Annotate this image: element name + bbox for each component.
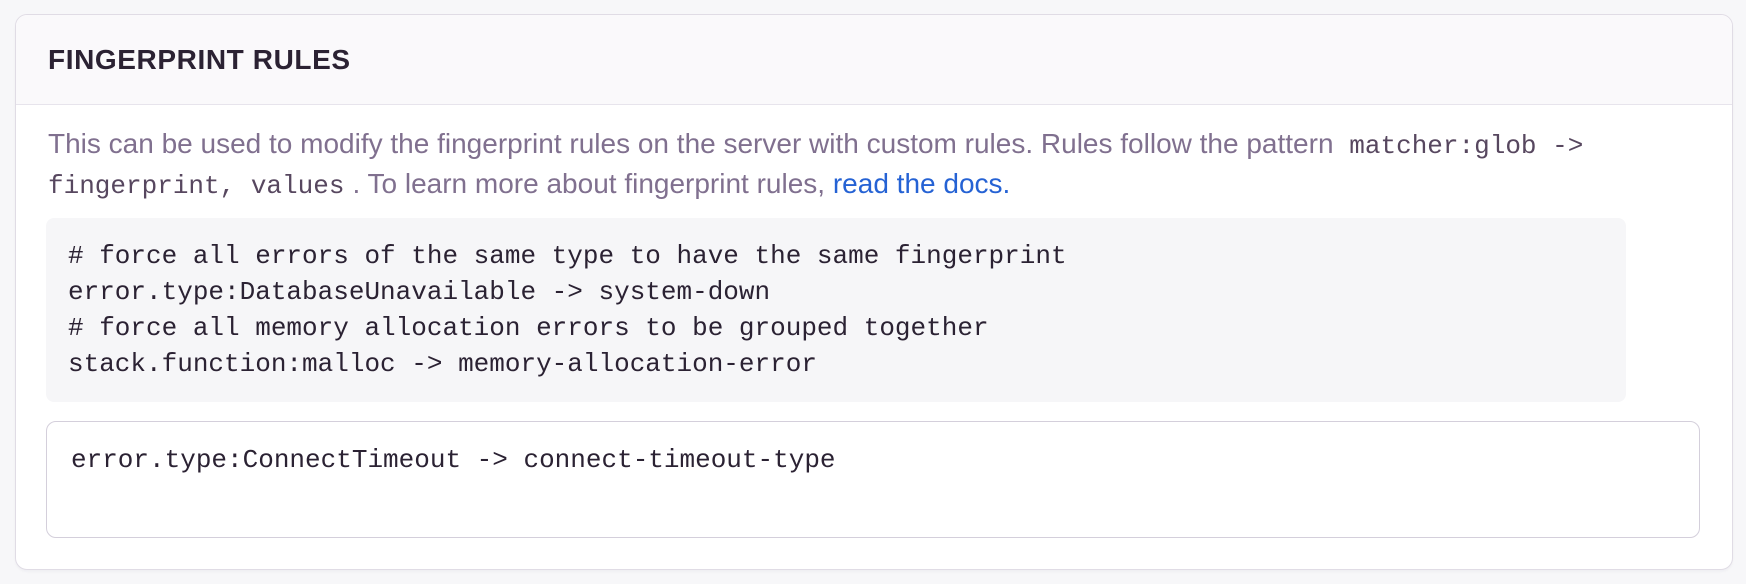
fingerprint-rules-panel: FINGERPRINT RULES This can be used to mo… bbox=[15, 14, 1733, 570]
description-text-before-code: This can be used to modify the fingerpri… bbox=[48, 128, 1342, 159]
code-example-block: # force all errors of the same type to h… bbox=[46, 218, 1626, 402]
description-text: This can be used to modify the fingerpri… bbox=[46, 125, 1700, 205]
panel-title: FINGERPRINT RULES bbox=[48, 43, 351, 75]
read-the-docs-link[interactable]: read the docs bbox=[832, 168, 1003, 199]
fingerprint-rules-textarea[interactable]: error.type:ConnectTimeout -> connect-tim… bbox=[46, 421, 1700, 538]
pattern-inline-code: matcher:glob -> fingerprint, values bbox=[48, 131, 1584, 201]
panel-header: FINGERPRINT RULES bbox=[16, 15, 1732, 105]
description-period: . bbox=[1002, 168, 1011, 199]
description-text-after-code: . To learn more about fingerprint rules, bbox=[352, 168, 833, 199]
panel-body: This can be used to modify the fingerpri… bbox=[16, 105, 1732, 569]
